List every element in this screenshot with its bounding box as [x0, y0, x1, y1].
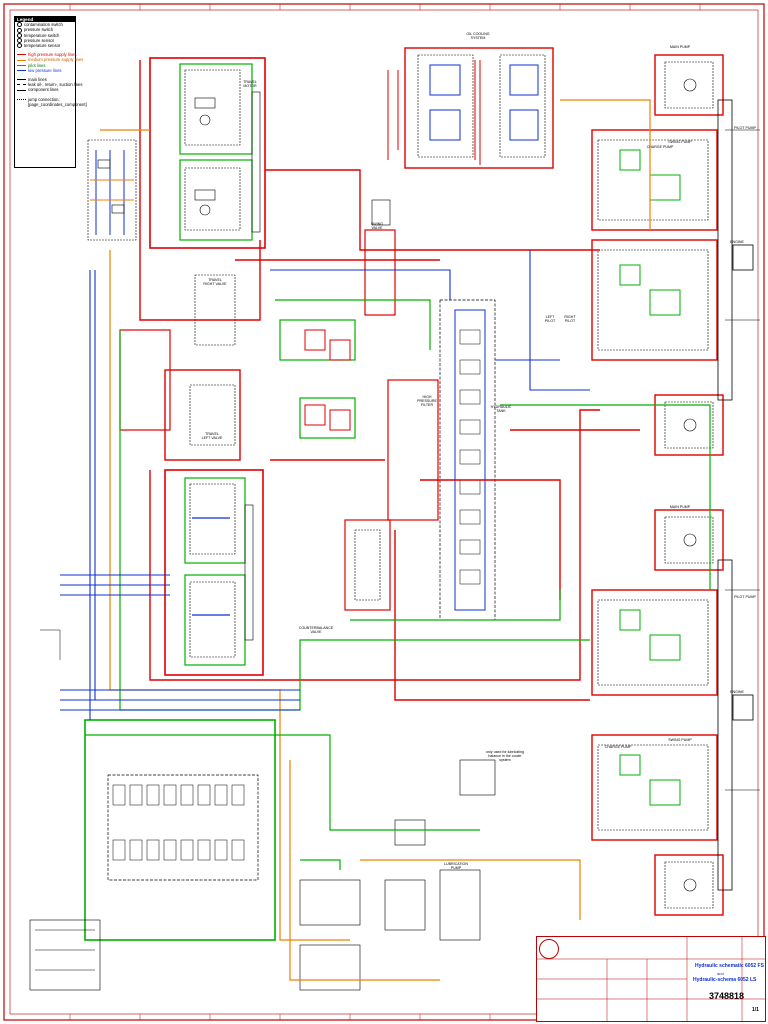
bottom-center-blocks: [299, 759, 496, 991]
label-charge-pump-2: CHARGE PUMP: [604, 745, 632, 749]
medium-pressure-lines: [100, 99, 651, 981]
travel-motor-lower-left: [164, 469, 264, 676]
bottom-left-component: [29, 919, 101, 991]
component-line-swatch-icon: [17, 89, 26, 91]
label-lubrication-pump: LUBRICATION PUMP: [444, 862, 468, 870]
label-counterbalance: COUNTERBALANCE VALVE: [298, 626, 334, 634]
legend-symbol-temperature-switch: temperature switch: [15, 33, 75, 38]
legend-line-high: high pressure supply lines: [15, 52, 76, 57]
legend-symbol-pressure-switch: pressure switch: [15, 27, 75, 33]
drawing-number: 3748818: [709, 991, 745, 1001]
label-engine-1: ENGINE: [730, 240, 744, 244]
label-charge-pump-1: CHARGE PUMP: [646, 145, 674, 149]
travel-motor-top-left: [149, 57, 266, 249]
main-line-swatch-icon: [17, 79, 26, 81]
legend-jump-connection: jump connection: [page_coordinates_compo…: [15, 97, 87, 107]
title-block: Hydraulic schematic 6052 FS and Hydrauli…: [536, 936, 766, 1022]
legend-main-lines: main lines: [15, 77, 75, 82]
pilot-lines: [85, 299, 711, 870]
label-pilot-pump-1: PILOT PUMP: [734, 126, 756, 130]
label-high-pressure-filter: HIGH PRESSURE FILTER: [417, 395, 437, 407]
label-left-pilot: LEFT PILOT: [544, 315, 556, 323]
title-block-grid: [537, 937, 765, 1021]
label-right-pilot: RIGHT PILOT: [564, 315, 576, 323]
pressure-switch-icon: [17, 27, 22, 33]
label-travel-motor: TRAVEL MOTOR: [243, 80, 257, 88]
jump-connection-icon: [17, 98, 26, 100]
sheet-border: [3, 3, 765, 1021]
medium-pressure-swatch-icon: [17, 59, 26, 61]
label-main-pump-1: MAIN PUMP: [669, 45, 691, 49]
label-travel-left-valve: TRAVEL LEFT VALVE: [201, 432, 223, 440]
legend-symbol-temperature-sensor: temperature sensor: [15, 43, 75, 49]
control-valve-bank: [84, 719, 276, 941]
label-engine-2: ENGINE: [730, 690, 744, 694]
pilot-swatch-icon: [17, 64, 26, 66]
label-swing-pump-2: SWING PUMP: [668, 738, 692, 742]
sheet-inner-border: [9, 9, 759, 1015]
high-pressure-swatch-icon: [17, 54, 26, 56]
low-pressure-swatch-icon: [17, 69, 26, 71]
high-pressure-lines: [139, 60, 640, 701]
legend-component-lines: component lines: [15, 87, 75, 92]
label-travel-right-valve: TRAVEL RIGHT VALVE: [203, 278, 227, 286]
label-main-pump-2: MAIN PUMP: [669, 505, 691, 509]
left-valve-block: [87, 139, 137, 241]
legend-return-lines: leak oil-, return-, suction lines: [15, 82, 82, 87]
travel-valves-middle: [119, 274, 241, 461]
oil-cooling-system: [387, 47, 554, 169]
pump-stack-lower: [591, 509, 754, 916]
title-line-1: Hydraulic schematic 6052 FS: [695, 963, 764, 969]
label-hydraulic-tank: HYDRAULIC TANK: [490, 405, 512, 413]
temperature-sensor-icon: [17, 43, 22, 49]
contamination-switch-icon: [17, 22, 22, 28]
legend-line-medium: medium pressure supply lines: [15, 57, 83, 62]
grid-ticks: [69, 4, 701, 1020]
pressure-sensor-icon: [17, 37, 22, 43]
legend-line-low: low pressure lines: [15, 68, 75, 73]
note-cooling-system: only used for lubricating balance in the…: [486, 750, 524, 762]
component-lines: [40, 129, 760, 791]
temperature-switch-icon: [17, 32, 22, 38]
low-pressure-lines: [60, 250, 590, 720]
sheet-number: 1/1: [752, 1007, 759, 1013]
title-line-3: Hydraulic-schema 6052 LS: [693, 977, 757, 983]
label-pilot-pump-2: PILOT PUMP: [734, 595, 756, 599]
legend-symbol-pressure-sensor: pressure sensor: [15, 38, 75, 43]
legend-line-pilot: pilot lines: [15, 63, 75, 68]
legend-box: Legend contamination switch pressure swi…: [14, 16, 87, 168]
swing-valve-area: [279, 199, 396, 439]
label-cooling-system: OIL COOLING SYSTEM: [466, 32, 490, 40]
company-logo-icon: [539, 939, 559, 959]
legend-title: Legend: [15, 17, 75, 23]
return-line-swatch-icon: [17, 84, 26, 86]
label-swing-pump-1: SWING PUMP: [668, 140, 692, 144]
label-swing-valve: SWING VALVE: [370, 222, 384, 230]
pump-stack-upper: [591, 54, 754, 456]
title-line-2: and: [717, 971, 724, 976]
legend-symbol-contamination: contamination switch: [15, 22, 75, 28]
